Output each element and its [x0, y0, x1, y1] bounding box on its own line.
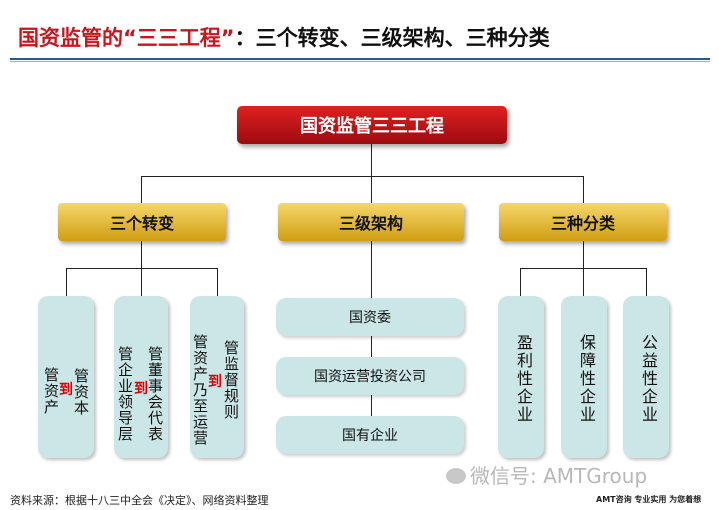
title-divider: [10, 58, 710, 60]
transformation-1-arrow: 到: [59, 382, 73, 398]
brand-tagline: AMT咨询 专业实用 为您着想: [596, 495, 702, 504]
transformation-box-2: 管董事会代表 到 管企业领导层: [114, 296, 168, 458]
category-box-2: 保障性企业: [561, 296, 607, 458]
watermark-text: 微信号: AMTGroup: [470, 464, 648, 488]
transformation-2-from: 管企业领导层: [116, 346, 134, 442]
level-box-2: 国资运营投资公司: [276, 357, 464, 395]
transformation-2-to: 管董事会代表: [146, 346, 164, 442]
connector-right-3: [646, 268, 647, 296]
connector-level-1-2: [371, 336, 372, 357]
branch-three-levels: 三级架构: [278, 203, 464, 241]
transformation-3-from: 管资产乃至运营: [191, 334, 209, 446]
transformation-1-to: 管资本: [72, 368, 90, 416]
watermark: 微信号: AMTGroup: [446, 460, 647, 489]
category-box-3: 公益性企业: [623, 296, 669, 458]
connector-right-down: [583, 241, 584, 268]
connector-branch-bar: [141, 176, 583, 177]
transformation-2-arrow: 到: [134, 381, 148, 397]
connector-branch-3: [583, 176, 584, 203]
connector-right-2: [583, 268, 584, 296]
connector-left-3: [217, 268, 218, 296]
title-subtitle: ：三个转变、三级架构、三种分类: [234, 26, 550, 50]
connector-branch-1: [141, 176, 142, 203]
source-note: 资料来源：根据十八三中全会《决定》、网络资料整理: [10, 494, 269, 507]
transformation-box-1: 管资本 到 管资产: [38, 296, 94, 458]
title-divider-thin: [10, 61, 710, 62]
connector-level-2-3: [371, 395, 372, 416]
connector-middle-down: [371, 241, 372, 298]
wechat-icon: [446, 468, 466, 484]
connector-left-2: [141, 268, 142, 296]
connector-root-down: [371, 144, 372, 176]
transformation-3-arrow: 到: [208, 374, 222, 390]
root-node: 国资监管三三工程: [237, 106, 507, 144]
level-box-1: 国资委: [276, 298, 464, 336]
connector-branch-2: [371, 176, 372, 203]
category-3-label: 公益性企业: [639, 334, 658, 424]
branch-three-categories: 三种分类: [499, 203, 667, 241]
level-box-3: 国有企业: [276, 416, 464, 454]
connector-right-1: [520, 268, 521, 296]
transformation-3-to: 管监督规则: [222, 340, 240, 420]
transformation-1-from: 管资产: [42, 367, 60, 415]
page-title: 国资监管的“三三工程”：三个转变、三级架构、三种分类: [18, 22, 550, 52]
category-box-1: 盈利性企业: [498, 296, 544, 458]
connector-left-down: [141, 241, 142, 268]
title-highlight: 国资监管的“三三工程”: [18, 26, 235, 50]
category-1-label: 盈利性企业: [514, 334, 533, 424]
branch-three-transformations: 三个转变: [58, 203, 226, 241]
category-2-label: 保障性企业: [577, 334, 596, 424]
transformation-box-3: 管监督规则 到 管资产乃至运营: [190, 296, 244, 458]
connector-left-1: [66, 268, 67, 296]
